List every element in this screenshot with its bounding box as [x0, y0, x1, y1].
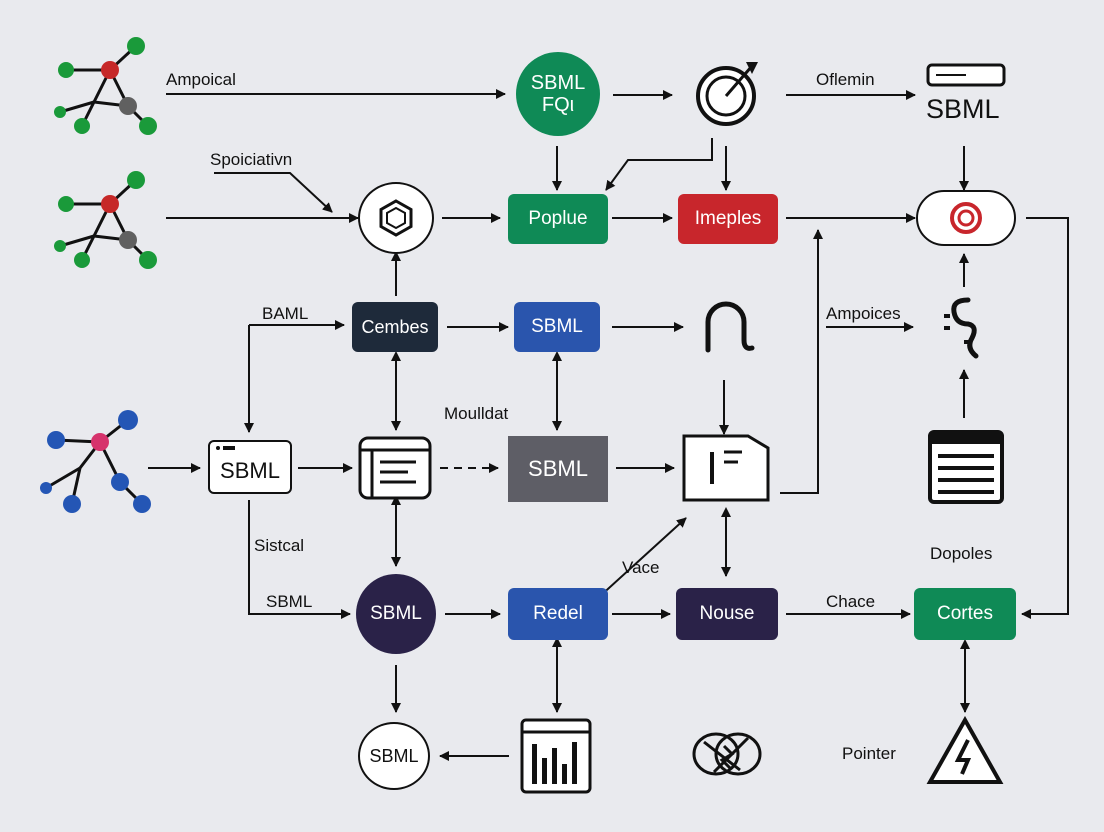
document-icon[interactable]	[682, 434, 770, 502]
arch-icon	[705, 301, 755, 353]
squiggle-icon	[944, 297, 979, 359]
edge-label-baml: BAML	[262, 304, 309, 323]
warning-icon	[926, 716, 1004, 784]
edge-label-spoiciativn: Spoiciativn	[210, 150, 293, 169]
bar-window-icon[interactable]	[520, 718, 592, 794]
edge-label-vace: Vace	[622, 558, 660, 577]
server-icon	[926, 63, 1006, 87]
redel-node[interactable]: Redel	[508, 588, 608, 640]
sbml-bottom-circle-node[interactable]: SBML	[358, 722, 430, 790]
window-dots-icon	[216, 446, 235, 450]
poplue-node[interactable]: Poplue	[508, 194, 608, 244]
edge-label-sbml: SBML	[266, 592, 313, 611]
edge-label-ampoical: Ampoical	[166, 70, 236, 89]
sbml-window-label: SBML	[220, 458, 280, 483]
cembes-node[interactable]: Cembes	[352, 302, 438, 352]
list-box-icon[interactable]	[928, 430, 1004, 504]
edge-label-dopoles: Dopoles	[930, 544, 993, 563]
edge-label-moulldat: Moulldat	[444, 404, 509, 423]
nouse-node[interactable]: Nouse	[676, 588, 778, 640]
sbml-dark-circle-node[interactable]: SBML	[356, 574, 436, 654]
tangled-icon	[692, 732, 762, 776]
sbml-gray-node[interactable]: SBML	[508, 436, 608, 502]
sbml-blue-node[interactable]: SBML	[514, 302, 600, 352]
edge-label-chace: Chace	[826, 592, 876, 611]
sbml-window-node[interactable]: SBML	[208, 440, 292, 494]
edge-label-pointer: Pointer	[842, 744, 896, 763]
molecule-icon	[40, 410, 151, 513]
edge-label-ofleminn: Oflemin	[816, 70, 875, 89]
record-icon	[950, 202, 982, 234]
record-node[interactable]	[916, 190, 1016, 246]
edge-label-ampoices: Ampoices	[826, 304, 901, 323]
molecule-icon	[54, 171, 157, 269]
imeples-node[interactable]: Imeples	[678, 194, 778, 244]
target-icon	[696, 62, 758, 126]
sbml-header-title: SBML	[926, 94, 1000, 124]
cortes-node[interactable]: Cortes	[914, 588, 1016, 640]
hexagon-node[interactable]	[358, 182, 434, 254]
edge-label-sistcal: Sistcal	[254, 536, 305, 555]
hexagon-icon	[379, 199, 413, 237]
molecule-icon	[54, 37, 157, 135]
sbml-fqi-node[interactable]: SBML FQι	[516, 52, 600, 136]
list-window-icon[interactable]	[358, 436, 432, 500]
